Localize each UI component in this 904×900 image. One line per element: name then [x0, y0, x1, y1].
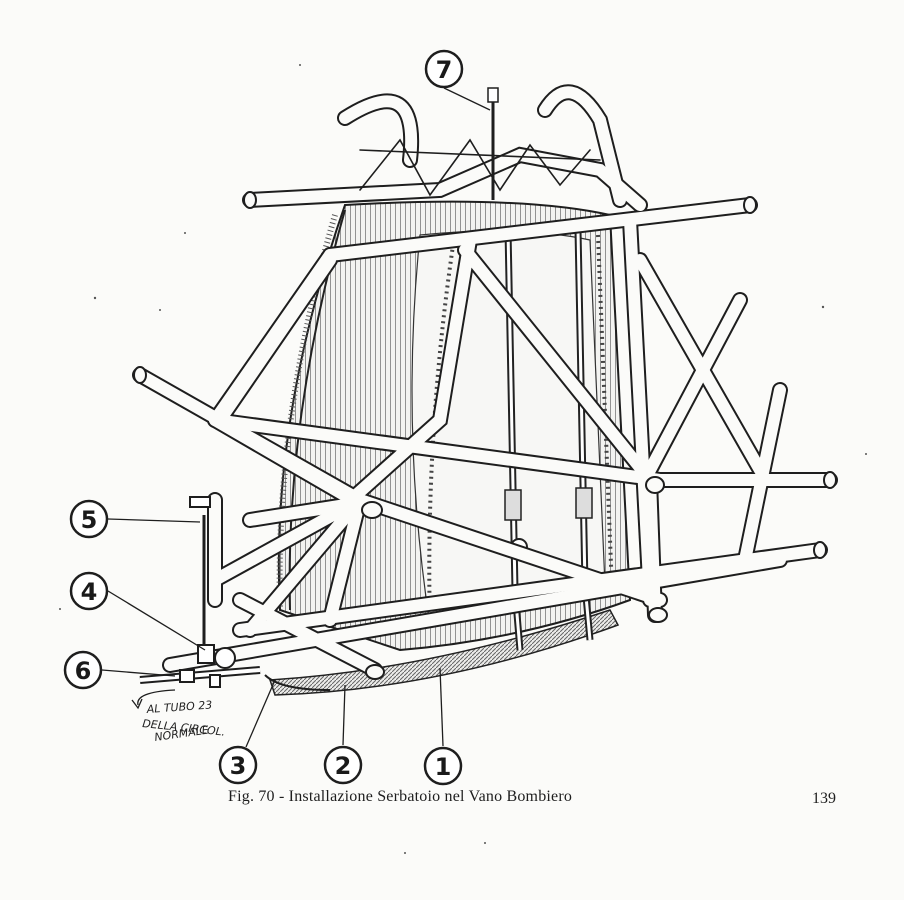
svg-text:7: 7 [436, 56, 453, 84]
scan-specks [59, 64, 867, 854]
filler-vent-pipe [487, 87, 499, 200]
callout-1: 1 [423, 746, 463, 786]
fuel-valve-assembly [139, 496, 331, 691]
figure-caption: Fig. 70 - Installazione Serbatoio nel Va… [228, 788, 573, 805]
callout-7: 7 [424, 49, 464, 89]
svg-text:1: 1 [435, 753, 452, 781]
svg-text:3: 3 [230, 752, 247, 780]
svg-text:5: 5 [81, 506, 98, 534]
svg-text:4: 4 [81, 578, 98, 606]
callout-2: 2 [323, 745, 363, 785]
tubular-frame [132, 84, 838, 680]
callout-5: 5 [69, 499, 109, 539]
svg-text:2: 2 [335, 752, 352, 780]
callout-3: 3 [218, 745, 258, 785]
page-number: 139 [812, 790, 836, 807]
leader-lines [101, 87, 491, 748]
svg-text:AL TUBO 23: AL TUBO 23 [145, 698, 212, 716]
callout-6: 6 [63, 650, 103, 690]
handwritten-note: AL TUBO 23 DELLA CIRCOL. NORMALE [142, 698, 226, 744]
callout-4: 4 [69, 571, 109, 611]
callouts: 7 5 4 6 3 2 1 [63, 49, 464, 786]
svg-text:6: 6 [75, 657, 92, 685]
